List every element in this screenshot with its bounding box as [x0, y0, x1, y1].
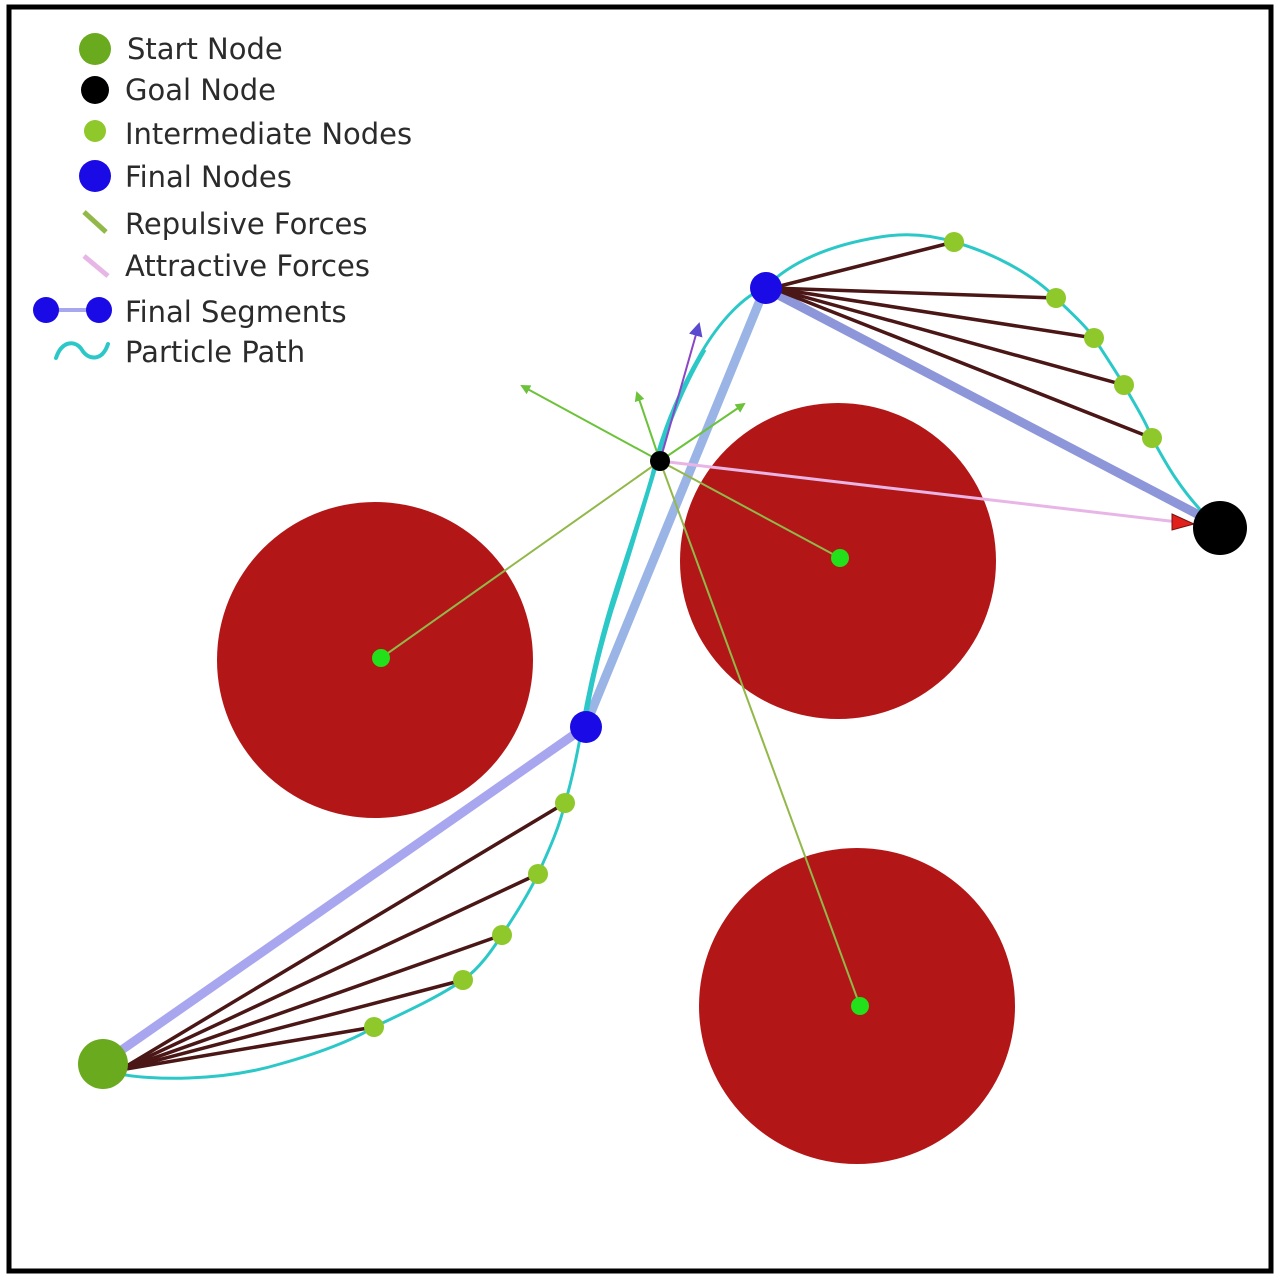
intermediate-node	[1046, 288, 1066, 308]
obstacle-center	[372, 649, 390, 667]
intermediate-node	[1114, 375, 1134, 395]
attractive-force-line	[659, 459, 1179, 524]
final-nodes	[570, 272, 782, 743]
resultant-force-arrow	[659, 322, 703, 462]
intermediate-node	[364, 1017, 384, 1037]
start-node-legend-icon	[79, 33, 111, 65]
intermediate-node	[492, 925, 512, 945]
obstacle-centers	[372, 549, 869, 1015]
attractive-legend-icon	[82, 254, 110, 278]
particle-path-4	[583, 349, 707, 728]
connection-line	[771, 286, 1125, 387]
intermediate-node	[1142, 428, 1162, 448]
connection-line	[119, 872, 539, 1072]
repulsive-force-arrow	[659, 402, 746, 462]
connection-line	[771, 286, 1057, 300]
legend-attractive-forces: Attractive Forces	[125, 249, 370, 283]
intermediate-node	[1084, 328, 1104, 348]
final-segment-3	[760, 283, 1225, 531]
node-connections	[119, 240, 1153, 1072]
intermediate-node	[453, 970, 473, 990]
connection-line	[771, 240, 955, 290]
legend: Start Node Goal Node Intermediate Nodes …	[33, 32, 412, 369]
final-segment-1	[98, 722, 590, 1068]
goal-node	[1193, 501, 1247, 555]
legend-final-segments: Final Segments	[125, 295, 347, 329]
repulsive-force-line	[659, 460, 861, 1007]
dumbbell-icon	[33, 297, 112, 323]
connection-line	[119, 1025, 375, 1072]
attractive-force	[659, 459, 1196, 531]
repulsive-forces	[380, 385, 861, 1007]
particle	[650, 451, 670, 471]
intermediate-node-legend-icon	[84, 120, 106, 142]
repulsive-legend-icon	[82, 210, 108, 234]
final-node-legend-icon	[79, 160, 111, 192]
intermediate-node	[555, 793, 575, 813]
legend-particle-path: Particle Path	[125, 335, 305, 369]
canvas-frame	[6, 4, 1274, 1274]
repulsive-force-line	[659, 460, 841, 559]
intermediate-node	[944, 232, 964, 252]
legend-goal-node: Goal Node	[125, 73, 276, 107]
goal-node-legend-icon	[81, 76, 109, 104]
wave-icon	[54, 341, 110, 360]
obstacle-center	[851, 997, 869, 1015]
final-segment-2	[580, 283, 770, 732]
connection-line	[771, 286, 1153, 440]
obstacles	[217, 403, 1015, 1164]
repulsive-force-arrow	[634, 391, 661, 462]
connection-line	[119, 933, 503, 1072]
connection-line	[119, 801, 566, 1072]
repulsive-force-arrow	[520, 385, 661, 462]
intermediate-node	[528, 864, 548, 884]
legend-intermediate-nodes: Intermediate Nodes	[125, 117, 412, 151]
connection-line	[771, 286, 1095, 340]
start-node	[78, 1039, 128, 1089]
legend-repulsive-forces: Repulsive Forces	[125, 207, 368, 241]
final-node	[570, 711, 602, 743]
connection-line	[119, 978, 464, 1072]
final-node	[750, 272, 782, 304]
repulsive-force-line	[380, 460, 661, 659]
obstacle-center	[831, 549, 849, 567]
attractive-arrowhead-icon	[1171, 513, 1196, 531]
intermediate-nodes	[364, 232, 1162, 1037]
legend-final-nodes: Final Nodes	[125, 160, 292, 194]
legend-start-node: Start Node	[127, 32, 283, 66]
final-segments	[98, 283, 1225, 1068]
